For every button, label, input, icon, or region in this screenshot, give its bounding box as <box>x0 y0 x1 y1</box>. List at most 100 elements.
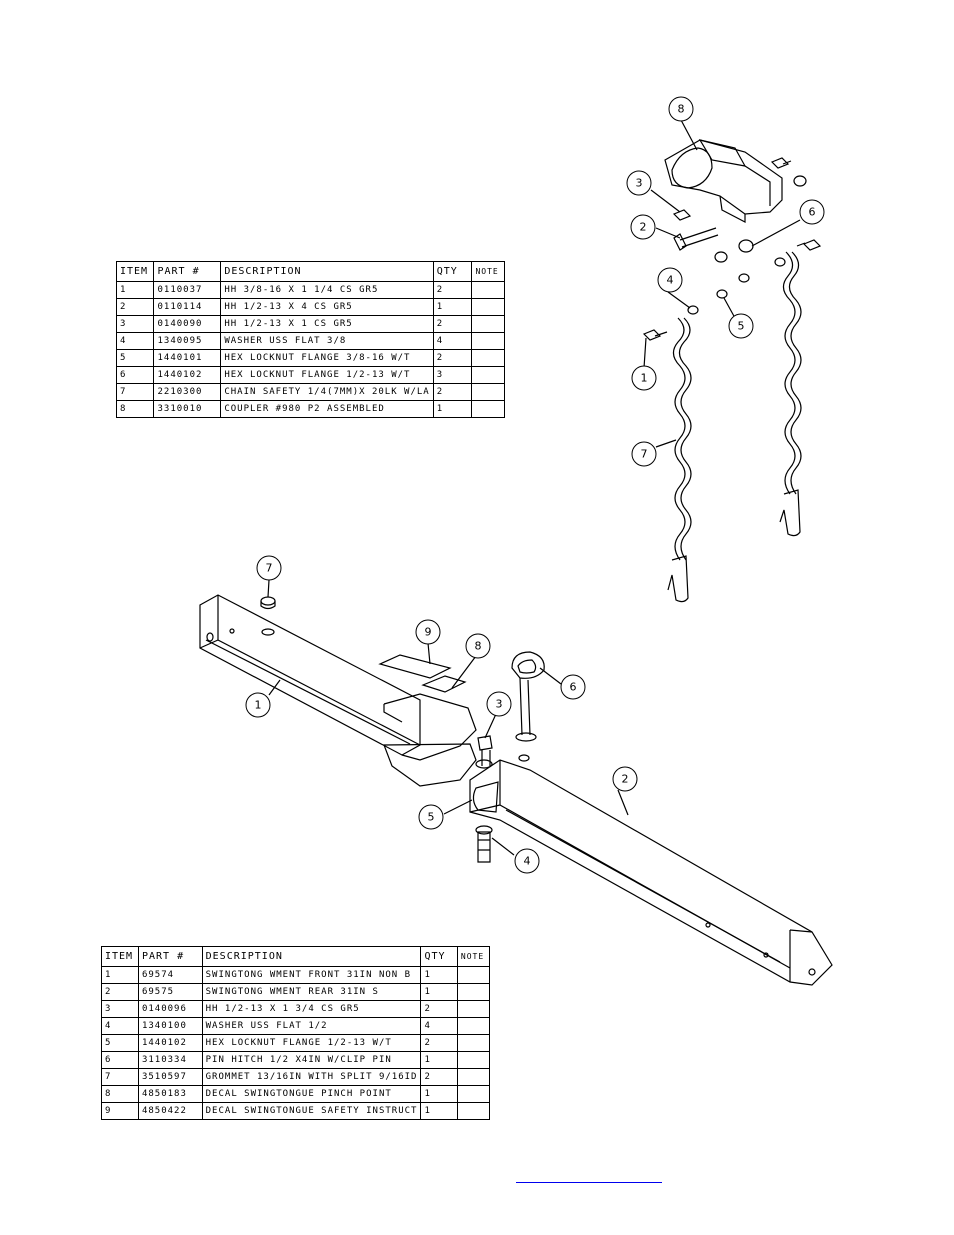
callout-number: 6 <box>809 206 816 219</box>
callout-balloon: 8 <box>668 96 694 122</box>
cell-part-number: 3310010 <box>153 400 222 418</box>
coupler-icon <box>664 139 783 223</box>
cell-part-number: 0110114 <box>153 298 222 316</box>
cell-part-number: 0140096 <box>137 1000 203 1018</box>
callouts-bottom: 7 9 8 6 3 1 2 5 4 <box>245 555 638 874</box>
nut-icon <box>687 175 807 315</box>
callout-number: 6 <box>570 681 577 694</box>
cell-item: 2 <box>101 983 139 1001</box>
callout-number: 4 <box>524 855 531 868</box>
cell-description: HH 3/8-16 X 1 1/4 CS GR5 <box>220 281 434 299</box>
cell-item: 1 <box>115 281 155 299</box>
callout-number: 5 <box>428 811 435 824</box>
cell-description: HEX LOCKNUT FLANGE 1/2-13 W/T <box>201 1034 422 1052</box>
col-item: ITEM <box>101 946 139 967</box>
cell-note <box>456 1034 491 1052</box>
callout-number: 1 <box>255 699 262 712</box>
cell-description: HEX LOCKNUT FLANGE 3/8-16 W/T <box>220 349 434 367</box>
cell-item: 4 <box>101 1017 139 1035</box>
cell-note <box>456 1017 491 1035</box>
callout-balloon: 8 <box>465 633 491 659</box>
col-note: NOTE <box>471 261 505 282</box>
cell-note <box>456 1051 491 1069</box>
col-qty: QTY <box>420 946 458 967</box>
cell-item: 3 <box>101 1000 139 1018</box>
col-note: NOTE <box>456 946 491 967</box>
cell-part-number: 3110334 <box>137 1051 203 1069</box>
callout-number: 8 <box>678 103 685 116</box>
callout-number: 9 <box>425 626 432 639</box>
cell-item: 6 <box>115 366 155 384</box>
cell-qty: 2 <box>420 1034 458 1052</box>
callout-number: 5 <box>738 320 745 333</box>
callout-number: 1 <box>641 372 648 385</box>
callout-balloon: 6 <box>560 674 586 700</box>
callout-balloon: 2 <box>630 214 656 240</box>
cell-item: 5 <box>115 349 155 367</box>
footer-link[interactable] <box>516 1170 662 1183</box>
callout-balloon: 6 <box>799 199 825 225</box>
col-part-number: PART # <box>153 261 222 282</box>
callout-number: 8 <box>475 640 482 653</box>
table-header-row: ITEM PART # DESCRIPTION QTY NOTE <box>115 261 505 282</box>
cell-qty: 2 <box>432 349 473 367</box>
cell-qty: 1 <box>420 1102 458 1120</box>
grommet-icon <box>260 596 276 610</box>
cell-part-number: 0140090 <box>153 315 222 333</box>
callout-number: 3 <box>496 698 503 711</box>
callout-balloon: 4 <box>514 848 540 874</box>
cell-description: DECAL SWINGTONGUE PINCH POINT <box>201 1085 422 1103</box>
cell-note <box>456 1068 491 1086</box>
cell-qty: 4 <box>432 332 473 350</box>
decal-icon <box>378 654 467 693</box>
cell-description: COUPLER #980 P2 ASSEMBLED <box>220 400 434 418</box>
callout-number: 4 <box>667 274 674 287</box>
cell-note <box>471 400 505 418</box>
cell-item: 7 <box>101 1068 139 1086</box>
cell-item: 1 <box>101 966 139 984</box>
cell-item: 3 <box>115 315 155 333</box>
cell-item: 8 <box>115 400 155 418</box>
callout-balloon: 3 <box>626 170 652 196</box>
cell-part-number: 1440102 <box>137 1034 203 1052</box>
cell-description: SWINGTONG WMENT REAR 31IN S <box>201 983 422 1001</box>
cell-note <box>471 383 505 401</box>
cell-part-number: 1340095 <box>153 332 222 350</box>
callout-balloon: 1 <box>245 692 271 718</box>
cell-item: 4 <box>115 332 155 350</box>
cell-part-number: 1440101 <box>153 349 222 367</box>
callouts-top: 8 3 2 6 4 5 1 7 <box>626 96 825 467</box>
callout-balloon: 7 <box>631 441 657 467</box>
callout-number: 7 <box>641 448 648 461</box>
cell-note <box>471 349 505 367</box>
callout-balloon: 2 <box>612 766 638 792</box>
callout-number: 3 <box>636 177 643 190</box>
cell-note <box>471 281 505 299</box>
tongue-rear-icon <box>469 754 833 986</box>
callout-balloon: 5 <box>728 313 754 339</box>
cell-part-number: 2210300 <box>153 383 222 401</box>
table-header-row: ITEM PART # DESCRIPTION QTY NOTE <box>101 946 491 967</box>
cell-description: WASHER USS FLAT 3/8 <box>220 332 434 350</box>
cell-description: HEX LOCKNUT FLANGE 1/2-13 W/T <box>220 366 434 384</box>
cell-part-number: 69574 <box>137 966 203 984</box>
cell-part-number: 3510597 <box>137 1068 203 1086</box>
cell-description: SWINGTONG WMENT FRONT 31IN NON B <box>201 966 422 984</box>
cell-qty: 2 <box>432 383 473 401</box>
callout-balloon: 4 <box>657 267 683 293</box>
cell-note <box>456 1102 491 1120</box>
cell-qty: 2 <box>420 1068 458 1086</box>
cell-note <box>471 332 505 350</box>
